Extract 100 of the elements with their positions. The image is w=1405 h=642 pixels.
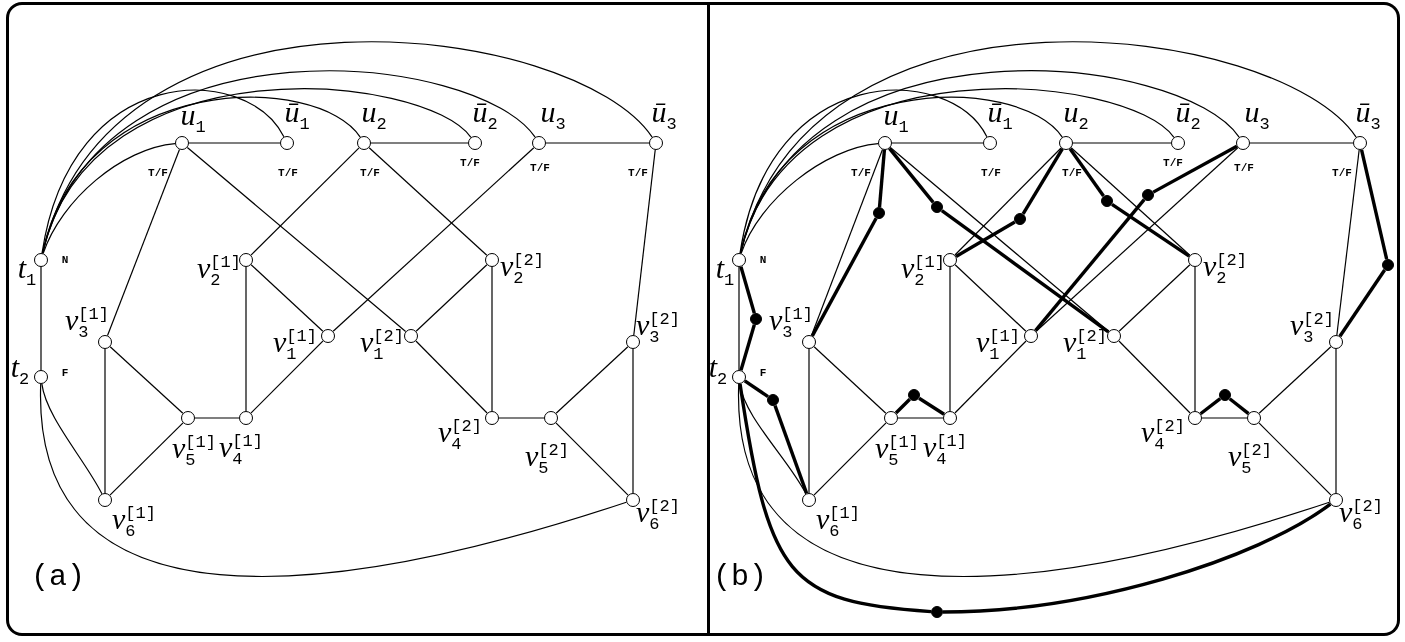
vertex-label: ū$_{3}$ (1355, 97, 1381, 127)
vertex-circle (1188, 411, 1202, 425)
junction-dot (1101, 195, 1113, 207)
edge-line (743, 379, 769, 399)
junction-dot (1014, 213, 1026, 225)
vertex-label: t$_{2}$ (708, 352, 728, 382)
junction-dot (750, 313, 762, 325)
edge-line (109, 346, 184, 414)
junction-dot (1142, 189, 1154, 201)
vertex-circle (1107, 329, 1121, 343)
vertex-label: ū$_{2}$ (472, 97, 498, 127)
vertex-circle (34, 253, 48, 267)
edge-line (918, 396, 945, 416)
vertex-label: ū$_{1}$ (284, 97, 310, 127)
edge-line (332, 147, 535, 332)
edge-line (1118, 340, 1191, 414)
vertex-circle (280, 136, 294, 150)
vertex-circle (181, 411, 195, 425)
vertex-label: t$_{2}$ (10, 352, 30, 382)
edge-line (1258, 422, 1332, 496)
edge-line (1034, 198, 1146, 332)
edge-line (555, 346, 629, 414)
panel (6, 2, 710, 636)
vertex-circle (34, 370, 48, 384)
edge-line (188, 142, 281, 144)
vertex-label: u$_{2}$ (361, 97, 387, 127)
junction-dot (767, 394, 779, 406)
edge-line (545, 142, 650, 144)
vertex-tag: T/F (360, 167, 380, 179)
edge-line (942, 502, 1332, 614)
edge-line (739, 266, 756, 314)
edge-line (954, 147, 1062, 256)
vertex-circle (544, 411, 558, 425)
vertex-tag: T/F (278, 167, 298, 179)
edge-line (41, 89, 285, 254)
edge-line (1118, 264, 1191, 332)
edge-line (891, 142, 984, 144)
vertex-tag: T/F (1062, 167, 1082, 179)
junction-dot (931, 201, 943, 213)
edge-line (739, 97, 1063, 254)
edge-line (949, 266, 951, 412)
panel-label: (b) (713, 562, 767, 592)
vertex-circle (649, 136, 663, 150)
junction-dot (873, 207, 885, 219)
vertex-label: u$_{3}$ (540, 97, 566, 127)
edge-line (41, 383, 103, 495)
edge-line (632, 348, 634, 494)
vertex-tag: T/F (851, 167, 871, 179)
vertex-circle (732, 253, 746, 267)
junction-dot (1382, 259, 1394, 271)
edge-line (1194, 266, 1196, 412)
edge-line (740, 143, 879, 254)
vertex-circle (1024, 329, 1038, 343)
vertex-circle (943, 253, 957, 267)
edge-line (40, 266, 42, 371)
vertex-circle (802, 335, 816, 349)
edge-line (1070, 147, 1191, 256)
vertex-tag: T/F (148, 167, 168, 179)
vertex-label: u$_{1}$ (883, 100, 909, 130)
vertex-tag: N (759, 254, 767, 266)
junction-dot (908, 389, 920, 401)
edge-line (739, 324, 756, 371)
vertex-circle (532, 136, 546, 150)
vertex-circle (485, 411, 499, 425)
edge-line (1359, 149, 1389, 260)
vertex-circle (239, 411, 253, 425)
junction-dot (931, 606, 943, 618)
vertex-circle (1247, 411, 1261, 425)
vertex-circle (884, 411, 898, 425)
vertex-tag: T/F (1163, 157, 1183, 169)
vertex-circle (878, 136, 892, 150)
edge-line (1338, 269, 1387, 338)
edge-line (104, 348, 106, 494)
edge-line (415, 264, 488, 332)
edge-line (40, 383, 627, 577)
edge-line (250, 340, 324, 414)
edge-line (1336, 149, 1360, 336)
edge-line (1021, 148, 1064, 215)
vertex-label: u$_{3}$ (1244, 97, 1270, 127)
edge-line (1072, 142, 1172, 144)
edge-line (1152, 144, 1238, 194)
edge-line (738, 266, 740, 371)
vertex-circle (1236, 136, 1250, 150)
edge-line (877, 149, 887, 208)
edge-line (773, 405, 809, 494)
vertex-label: u$_{2}$ (1063, 97, 1089, 127)
vertex-circle (98, 493, 112, 507)
edge-line (813, 422, 887, 496)
vertex-circle (626, 493, 640, 507)
vertex-tag: T/F (1332, 167, 1352, 179)
edge-line (250, 264, 324, 332)
edge-line (370, 142, 469, 144)
vertex-circle (98, 335, 112, 349)
edge-line (1249, 142, 1354, 144)
edge-line (42, 143, 176, 254)
vertex-circle (485, 253, 499, 267)
edge-line (894, 398, 911, 415)
vertex-circle (1353, 136, 1367, 150)
vertex-circle (1188, 253, 1202, 267)
edge-line (498, 417, 545, 419)
